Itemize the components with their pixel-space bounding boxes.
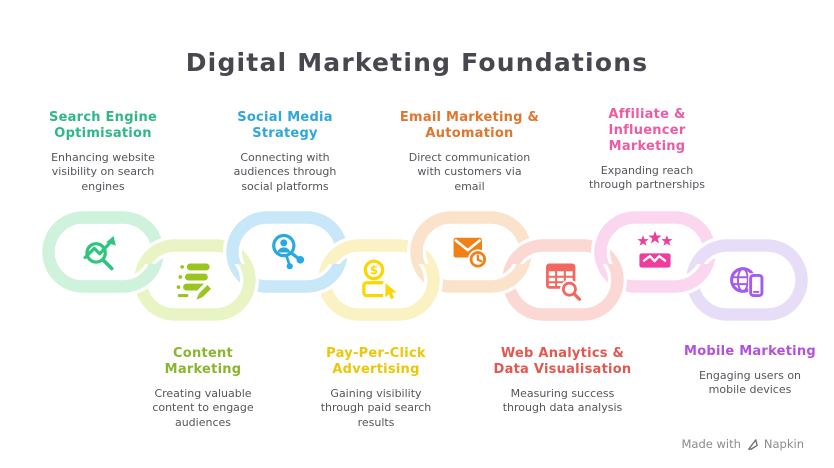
topic-description: Measuring success through data analysis [502,386,623,415]
topic-mobile-marketing: Mobile Marketing Engaging users on mobil… [655,344,834,398]
analytics-table-magnifier-icon [546,263,582,301]
dollar-glyph: $ [370,263,378,277]
topic-pay-per-click-advertising: Pay-Per-Click Advertising Gaining visibi… [286,346,466,430]
topic-search-engine-optimisation: Search Engine Optimisation Enhancing web… [13,110,193,194]
topic-description: Engaging users on mobile devices [698,368,802,397]
topic-heading: Mobile Marketing [684,344,816,359]
page-title: Digital Marketing Foundations [185,48,649,77]
topic-heading: Search Engine Optimisation [48,110,158,141]
made-with-label: Made with [681,437,741,451]
topic-heading: Content Marketing [164,346,242,377]
topic-description: Connecting with audiences through social… [233,150,337,193]
social-profile-share-icon [272,233,305,270]
affiliate-stars-handshake-icon [637,230,673,268]
topic-heading: Social Media Strategy [237,110,333,141]
email-clock-icon [453,237,488,270]
topic-description: Direct communication with customers via … [408,150,531,193]
topic-email-marketing-automation: Email Marketing & Automation Direct comm… [377,110,562,194]
chain-diagram: $ [39,208,811,324]
topic-description: Creating valuable content to engage audi… [152,386,254,429]
made-with-napkin: Made with Napkin [682,437,805,451]
topic-description: Expanding reach through partnerships [588,163,705,192]
topic-heading: Email Marketing & Automation [399,110,540,141]
content-stack-pencil-icon [176,263,215,301]
brand-label: Napkin [763,437,804,451]
topic-heading: Pay-Per-Click Advertising [326,346,426,377]
ppc-coin-cursor-icon: $ [362,259,399,302]
mobile-globe-phone-icon [730,267,765,298]
topic-description: Enhancing website visibility on search e… [51,150,155,193]
topic-description: Gaining visibility through paid search r… [320,386,432,429]
topic-web-analytics-data-visualisation: Web Analytics & Data Visualisation Measu… [470,346,655,416]
topic-heading: Web Analytics & Data Visualisation [493,346,632,377]
topic-heading: Affiliate & Influencer Marketing [608,107,686,154]
topic-content-marketing: Content Marketing Creating valuable cont… [113,346,293,430]
napkin-logo-icon [747,438,758,450]
topic-social-media-strategy: Social Media Strategy Connecting with au… [195,110,375,194]
topic-affiliate-influencer-marketing: Affiliate & Influencer Marketing Expandi… [557,107,737,193]
seo-search-growth-icon [83,235,116,271]
